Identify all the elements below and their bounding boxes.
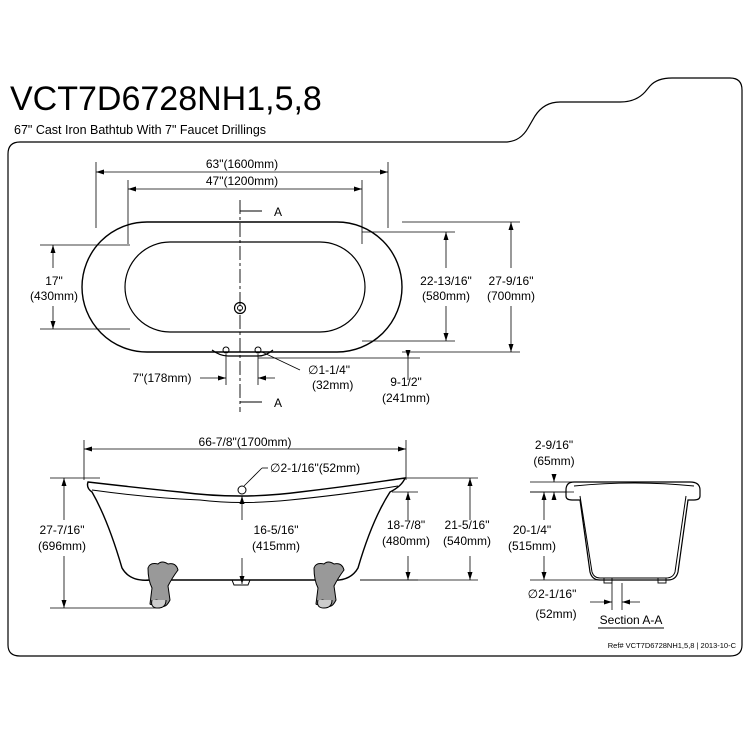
overflow-icon <box>237 485 247 495</box>
overall-length-label: 66-7/8"(1700mm) <box>199 435 292 449</box>
inner-width-label: 47"(1200mm) <box>206 174 278 188</box>
left-width-inch: 17" <box>45 274 63 288</box>
claw-foot-left-icon <box>147 561 179 609</box>
model-number: VCT7D6728NH1,5,8 <box>10 80 322 118</box>
drill-offset-mm: (241mm) <box>382 391 430 405</box>
section-depth-mm: (515mm) <box>508 539 556 553</box>
section-view <box>530 474 701 629</box>
section-depth-inch: 20-1/4" <box>513 523 551 537</box>
top-view <box>40 162 520 412</box>
tub-height-mm: (696mm) <box>38 539 86 553</box>
water-depth-inch: 16-5/16" <box>254 523 299 537</box>
overflow-diameter-label: ∅2-1/16"(52mm) <box>270 461 360 475</box>
drill-offset-inch: 9-1/2" <box>390 375 422 389</box>
product-subtitle: 67" Cast Iron Bathtub With 7" Faucet Dri… <box>14 123 267 137</box>
drain-diameter-inch: ∅2-1/16" <box>528 587 577 601</box>
side-view <box>50 440 478 609</box>
faucet-hole-left-icon <box>222 346 230 354</box>
rim-height-inch: 21-5/16" <box>445 518 490 532</box>
hole-diameter-mm: (32mm) <box>312 378 353 392</box>
water-depth-mm: (415mm) <box>252 539 300 553</box>
faucet-hole-right-icon <box>254 346 262 354</box>
section-title: Section A-A <box>600 613 663 627</box>
inner-height-inch: 18-7/8" <box>387 518 425 532</box>
tub-height-inch: 27-7/16" <box>40 523 85 537</box>
outer-depth-inch: 27-9/16" <box>489 274 534 288</box>
reference-code: Ref# VCT7D6728NH1,5,8 | 2013-10-C <box>608 641 737 650</box>
side-view-arrows <box>61 446 473 608</box>
left-width-mm: (430mm) <box>30 289 78 303</box>
section-mark-top: A <box>274 205 282 219</box>
inner-height-mm: (480mm) <box>382 534 430 548</box>
overall-width-label: 63"(1600mm) <box>206 157 278 171</box>
inner-depth-mm: (580mm) <box>422 289 470 303</box>
drawing-frame <box>7 77 743 657</box>
section-view-arrows <box>541 474 630 605</box>
rim-width-mm: (65mm) <box>533 454 574 468</box>
rim-height-mm: (540mm) <box>443 534 491 548</box>
hole-diameter-inch: ∅1-1/4" <box>308 363 350 377</box>
drain-diameter-mm: (52mm) <box>535 607 576 621</box>
section-mark-bottom: A <box>274 396 282 410</box>
top-view-arrows <box>50 169 514 381</box>
faucet-spacing-label: 7"(178mm) <box>133 371 192 385</box>
outer-depth-mm: (700mm) <box>487 289 535 303</box>
claw-foot-right-icon <box>313 561 345 609</box>
inner-depth-inch: 22-13/16" <box>420 274 472 288</box>
rim-width-inch: 2-9/16" <box>535 438 573 452</box>
